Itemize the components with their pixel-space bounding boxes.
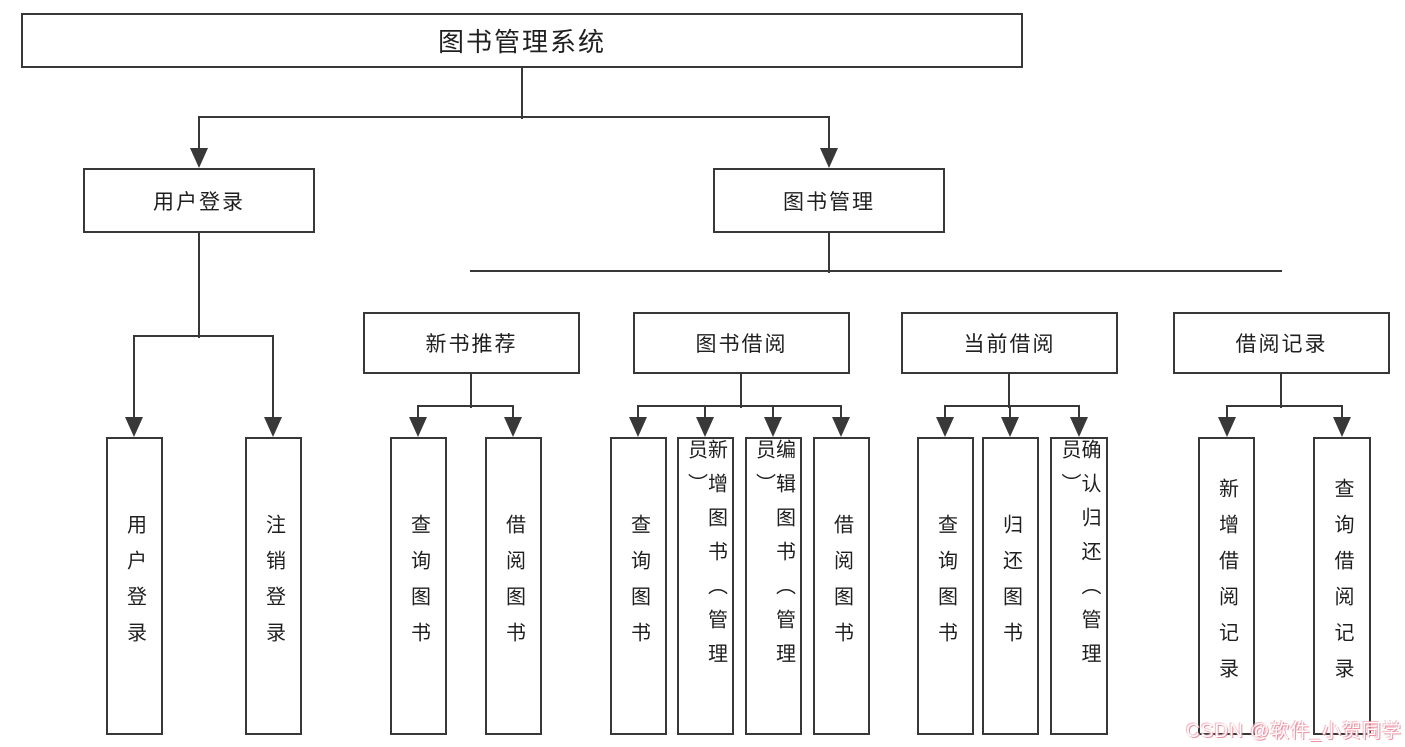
connector-line: [704, 406, 706, 421]
connector-line: [936, 417, 954, 437]
leaf-borrow-edit: 编辑图书（管理员）: [745, 437, 802, 735]
connector-line: [1280, 374, 1282, 408]
connector-line: [944, 406, 946, 421]
connector-line: [521, 68, 523, 119]
leaf-newbook-query: 查询图书: [390, 437, 447, 735]
connector-line: [944, 405, 1080, 407]
connector-line: [1009, 406, 1011, 421]
leaf-user-login-label: 用户登录: [123, 514, 146, 658]
connector-line: [504, 417, 522, 437]
csdn-watermark: CSDN @软件_小贺同学: [1186, 721, 1402, 742]
node-current-borrow: 当前借阅: [901, 312, 1118, 374]
connector-line: [840, 406, 842, 421]
connector-line: [417, 406, 419, 421]
leaf-borrow-borrow: 借阅图书: [813, 437, 870, 735]
connector-line: [740, 374, 742, 408]
connector-line: [133, 335, 274, 337]
node-book-borrow: 图书借阅: [633, 312, 850, 374]
leaf-borrow-add: 新增图书（管理员）: [677, 437, 734, 735]
connector-line: [133, 336, 135, 421]
connector-line: [512, 406, 514, 421]
connector-line: [832, 417, 850, 437]
leaf-newbook-borrow-label: 借阅图书: [502, 514, 525, 658]
leaf-current-query-label: 查询图书: [934, 514, 957, 658]
connector-line: [828, 117, 830, 152]
connector-line: [409, 417, 427, 437]
connector-line: [629, 417, 647, 437]
leaf-current-confirm: 确认归还（管理员）: [1050, 437, 1108, 735]
connector-line: [264, 417, 282, 437]
connector-line: [1008, 374, 1010, 408]
leaf-records-query-label: 查询借阅记录: [1331, 478, 1353, 694]
leaf-borrow-query-label: 查询图书: [627, 514, 650, 658]
connector-line: [417, 405, 514, 407]
connector-line: [1341, 406, 1343, 421]
leaf-current-query: 查询图书: [917, 437, 974, 735]
connector-line: [637, 405, 842, 407]
connector-line: [272, 336, 274, 421]
connector-line: [772, 406, 774, 421]
leaf-current-return-label: 归还图书: [999, 514, 1022, 658]
node-new-book-label: 新书推荐: [425, 333, 518, 356]
connector-line: [470, 374, 472, 408]
node-book-borrow-label: 图书借阅: [695, 333, 788, 356]
leaf-newbook-query-label: 查询图书: [407, 514, 430, 658]
node-borrow-records: 借阅记录: [1173, 312, 1390, 374]
connector-line: [820, 148, 838, 168]
leaf-records-query: 查询借阅记录: [1313, 437, 1371, 735]
connector-line: [828, 233, 830, 273]
leaf-records-add: 新增借阅记录: [1198, 437, 1255, 735]
connector-line: [696, 417, 714, 437]
leaf-borrow-edit-label: 编辑图书（管理员）: [752, 439, 795, 677]
connector-line: [190, 148, 208, 168]
connector-line: [470, 270, 1282, 272]
node-book-mgmt: 图书管理: [713, 168, 945, 233]
leaf-borrow-borrow-label: 借阅图书: [830, 514, 853, 658]
leaf-borrow-add-label: 新增图书（管理员）: [684, 439, 727, 677]
node-current-borrow-label: 当前借阅: [963, 333, 1056, 356]
connector-line: [1226, 406, 1228, 421]
connector-line: [1078, 406, 1080, 421]
connector-line: [198, 117, 200, 152]
node-book-mgmt-label: 图书管理: [783, 190, 875, 214]
node-new-book: 新书推荐: [363, 312, 580, 374]
leaf-user-login: 用户登录: [106, 437, 163, 735]
connector-line: [764, 417, 782, 437]
leaf-logout-label: 注销登录: [262, 514, 285, 658]
leaf-newbook-borrow: 借阅图书: [485, 437, 542, 735]
node-root: 图书管理系统: [21, 13, 1023, 68]
leaf-current-confirm-label: 确认归还（管理员）: [1058, 439, 1100, 677]
connector-line: [198, 233, 200, 338]
node-user-login-label: 用户登录: [153, 190, 245, 214]
connector-line: [198, 116, 830, 118]
leaf-current-return: 归还图书: [982, 437, 1039, 735]
leaf-logout: 注销登录: [245, 437, 302, 735]
connector-line: [637, 406, 639, 421]
connector-line: [1218, 417, 1236, 437]
leaf-records-add-label: 新增借阅记录: [1215, 478, 1238, 694]
connector-line: [1001, 417, 1019, 437]
node-root-label: 图书管理系统: [437, 27, 606, 57]
connector-line: [1226, 405, 1343, 407]
leaf-borrow-query: 查询图书: [610, 437, 667, 735]
node-user-login: 用户登录: [83, 168, 315, 233]
connector-line: [1333, 417, 1351, 437]
connector-line: [1070, 417, 1088, 437]
node-borrow-records-label: 借阅记录: [1235, 333, 1328, 356]
connector-line: [125, 417, 143, 437]
